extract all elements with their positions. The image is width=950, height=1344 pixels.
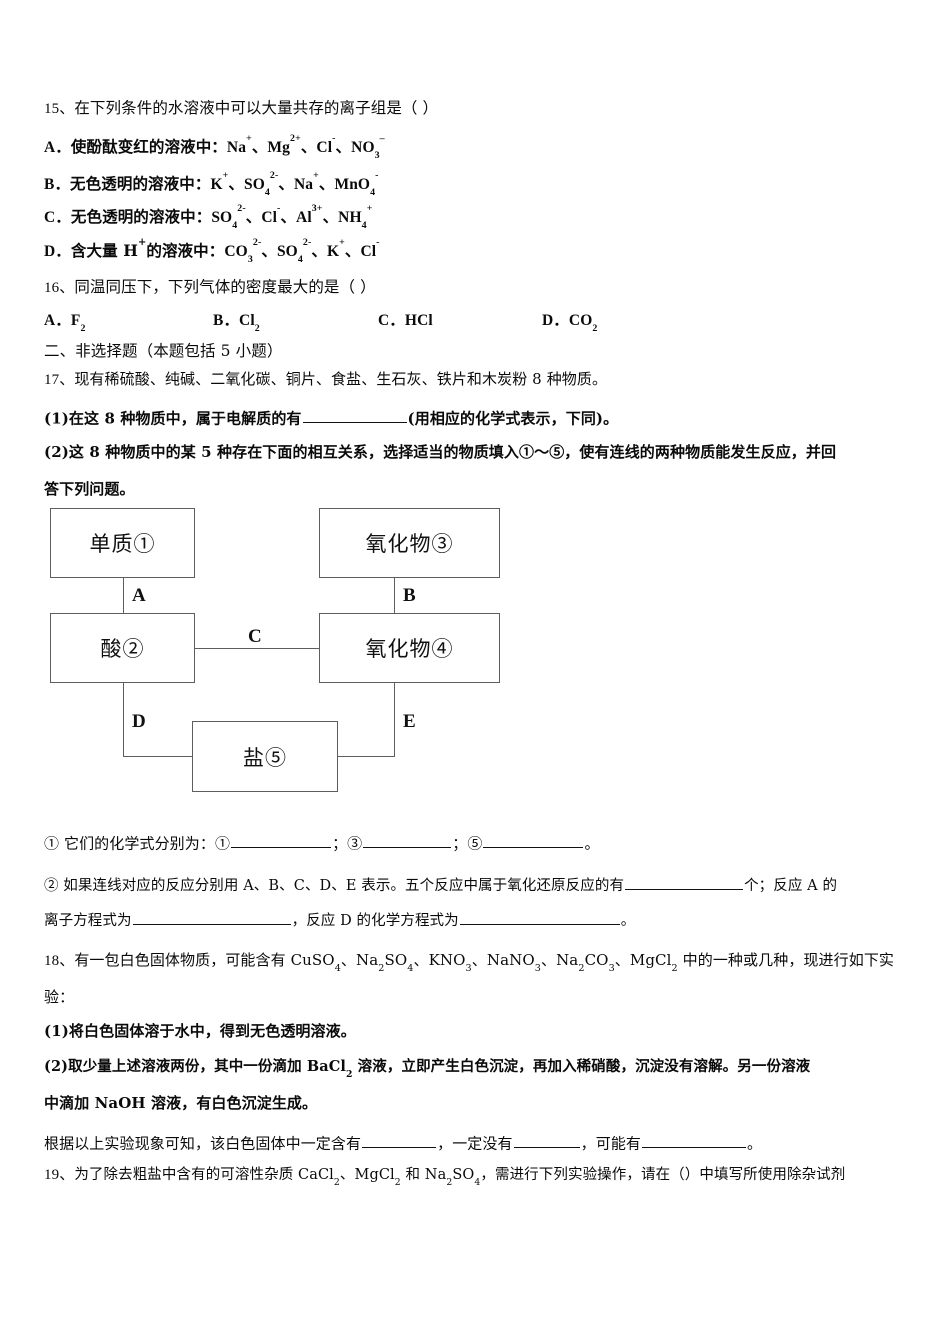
- option-d-ions: CO32-、SO42-、K+、Cl-: [224, 236, 380, 266]
- q17-sub2-blank-3[interactable]: [459, 910, 620, 925]
- q17-part1-suffix: (用相应的化学式表示，下同)。: [407, 409, 619, 428]
- question-18-conclusion: 根据以上实验现象可知，该白色固体中一定含有 ，一定没有 ，可能有 。: [44, 1133, 762, 1151]
- question-16-stem: 16、同温同压下，下列气体的密度最大的是（ ）: [44, 278, 376, 296]
- diagram-box-5[interactable]: 盐⑤: [192, 721, 338, 792]
- diagram-box-4[interactable]: 氧化物④: [319, 613, 500, 683]
- option-a-ions: Na+、Mg2+、Cl-、NO3–: [226, 132, 385, 162]
- edge-label-e: E: [403, 711, 416, 732]
- q17-sub1-prefix: ① 它们的化学式分别为：①: [44, 834, 231, 853]
- edge-label-c: C: [248, 626, 262, 647]
- diagram-box-2[interactable]: 酸②: [50, 613, 195, 683]
- edge-label-a: A: [132, 585, 146, 606]
- q16-option-a-formula: F2: [70, 312, 86, 335]
- question-18-number: 18、: [44, 953, 75, 969]
- q17-sub2-line2-a: 离子方程式为: [44, 912, 132, 929]
- question-17-stem: 17、现有稀硫酸、纯碱、二氧化碳、铜片、食盐、生石灰、铁片和木炭粉 8 种物质。: [44, 372, 607, 388]
- question-16-option-a[interactable]: A．F2: [44, 312, 86, 335]
- option-b-ions: K+、SO42-、Na+、MnO4-: [210, 169, 379, 199]
- q17-sub1-mid2: ；⑤: [452, 834, 483, 853]
- q16-option-d-formula: CO2: [568, 312, 598, 335]
- q18-blank-1[interactable]: [362, 1133, 437, 1149]
- q16-option-c-label: C．: [378, 312, 405, 329]
- q16-option-b-label: B．: [213, 312, 240, 329]
- q17-sub2-line1-a: ② 如果连线对应的反应分别用 A、B、C、D、E 表示。五个反应中属于氧化还原反…: [44, 877, 625, 894]
- q17-sub1: ① 它们的化学式分别为：① ；③ ；⑤ 。: [44, 833, 600, 851]
- option-b-label: B．: [44, 176, 71, 193]
- q17-sub1-blank-1[interactable]: [231, 833, 332, 849]
- q17-sub2-line2-b: ，反应 D 的化学方程式为: [291, 912, 459, 929]
- q18-blank-3[interactable]: [642, 1133, 747, 1149]
- q18-conclusion-a: 根据以上实验现象可知，该白色固体中一定含有: [44, 1134, 362, 1153]
- question-18-stem-line1: 18、有一包白色固体物质，可能含有 CuSO4、Na2SO4、KNO3、NaNO…: [44, 951, 895, 975]
- option-d-text: 含大量 H+的溶液中：: [70, 236, 225, 260]
- question-19-stem: 19、为了除去粗盐中含有的可溶性杂质 CaCl2、MgCl2 和 Na2SO4，…: [44, 1167, 846, 1188]
- substance-relationship-diagram: 单质① 氧化物③ 酸② 氧化物④ 盐⑤ A B C D E: [44, 500, 554, 810]
- section-two-heading: 二、非选择题（本题包括 5 小题）: [44, 342, 283, 360]
- question-17-number: 17、: [44, 372, 75, 388]
- option-a-label: A．: [44, 139, 71, 156]
- option-b-text: 无色透明的溶液中：: [70, 174, 211, 193]
- option-c-label: C．: [44, 209, 71, 226]
- option-c-text: 无色透明的溶液中：: [70, 207, 212, 226]
- question-16-option-d[interactable]: D．CO2: [542, 312, 598, 335]
- question-19-number: 19、: [44, 1167, 75, 1183]
- connector-e-vline: [394, 683, 396, 757]
- question-18-part2-line1: (2)取少量上述溶液两份，其中一份滴加 BaCl2 溶液，立即产生白色沉淀，再加…: [44, 1058, 811, 1080]
- q17-sub2-line1: ② 如果连线对应的反应分别用 A、B、C、D、E 表示。五个反应中属于氧化还原反…: [44, 875, 838, 894]
- question-15-option-b[interactable]: B．无色透明的溶液中：K+、SO42-、Na+、MnO4-: [44, 169, 379, 199]
- q17-sub1-blank-3[interactable]: [483, 833, 584, 849]
- q16-option-b-formula: Cl2: [239, 312, 260, 335]
- q18-conclusion-c: ，可能有: [580, 1134, 642, 1153]
- diagram-box-1[interactable]: 单质①: [50, 508, 195, 578]
- q17-sub2-blank-1[interactable]: [625, 875, 744, 890]
- connector-b-line: [394, 578, 396, 613]
- connector-a-line: [123, 578, 125, 613]
- question-16-option-b[interactable]: B．Cl2: [213, 312, 260, 335]
- edge-label-d: D: [132, 711, 146, 732]
- question-15-stem: 15、在下列条件的水溶液中可以大量共存的离子组是（ ）: [44, 99, 439, 117]
- question-17-part1: (1)在这 8 种物质中，属于电解质的有 (用相应的化学式表示，下同)。: [44, 408, 618, 426]
- option-a-text: 使酚酞变红的溶液中：: [70, 137, 227, 156]
- connector-e-hline: [338, 756, 395, 758]
- question-15-option-c[interactable]: C．无色透明的溶液中：SO42-、Cl-、Al3+、NH4+: [44, 202, 373, 232]
- question-17-part2-line1: (2)这 8 种物质中的某 5 种存在下面的相互关系，选择适当的物质填入①～⑤，…: [44, 443, 837, 461]
- q17-sub2-blank-2[interactable]: [132, 910, 291, 925]
- q18-blank-2[interactable]: [513, 1133, 580, 1149]
- q17-part1-prefix: (1)在这 8 种物质中，属于电解质的有: [44, 409, 302, 428]
- question-15-number: 15、: [44, 101, 75, 117]
- question-18-part2-line2: 中滴加 NaOH 溶液，有白色沉淀生成。: [44, 1094, 318, 1112]
- q18-conclusion-d: 。: [747, 1134, 763, 1153]
- option-d-label: D．: [44, 243, 71, 260]
- connector-d-vline: [123, 683, 125, 757]
- q17-part1-blank[interactable]: [302, 408, 407, 424]
- question-16-number: 16、: [44, 280, 75, 296]
- option-c-ions: SO42-、Cl-、Al3+、NH4+: [211, 202, 373, 232]
- question-15-stem-text: 在下列条件的水溶液中可以大量共存的离子组是（ ）: [74, 99, 439, 117]
- q18-conclusion-b: ，一定没有: [437, 1134, 513, 1153]
- question-18-stem-line2: 验：: [44, 988, 75, 1006]
- q17-sub1-mid1: ；③: [332, 834, 363, 853]
- question-19-stem-text: 为了除去粗盐中含有的可溶性杂质 CaCl2、MgCl2 和 Na2SO4，需进行…: [74, 1167, 846, 1188]
- q16-option-a-label: A．: [44, 312, 71, 329]
- q16-option-c-formula: HCl: [404, 312, 433, 329]
- q17-sub1-blank-2[interactable]: [363, 833, 452, 849]
- question-15-option-d[interactable]: D．含大量 H+的溶液中：CO32-、SO42-、K+、Cl-: [44, 236, 380, 266]
- question-15-option-a[interactable]: A．使酚酞变红的溶液中：Na+、Mg2+、Cl-、NO3–: [44, 132, 385, 162]
- q17-sub2-line2-c: 。: [620, 912, 636, 929]
- q17-sub2-line1-b: 个；反应 A 的: [744, 877, 838, 894]
- q17-sub2-line2: 离子方程式为 ，反应 D 的化学方程式为 。: [44, 910, 636, 929]
- question-18-part1: (1)将白色固体溶于水中，得到无色透明溶液。: [44, 1022, 356, 1040]
- connector-c-line: [194, 648, 319, 650]
- question-16-option-c[interactable]: C．HCl: [378, 313, 433, 329]
- diagram-box-3[interactable]: 氧化物③: [319, 508, 500, 578]
- edge-label-b: B: [403, 585, 416, 606]
- connector-d-hline: [123, 756, 193, 758]
- question-17-stem-text: 现有稀硫酸、纯碱、二氧化碳、铜片、食盐、生石灰、铁片和木炭粉 8 种物质。: [74, 370, 608, 388]
- question-18-stem-text: 有一包白色固体物质，可能含有 CuSO4、Na2SO4、KNO3、NaNO3、N…: [74, 951, 895, 975]
- q16-option-d-label: D．: [542, 312, 569, 329]
- question-16-stem-text: 同温同压下，下列气体的密度最大的是（ ）: [74, 278, 376, 296]
- question-17-part2-line2: 答下列问题。: [44, 480, 135, 498]
- q17-sub1-suffix: 。: [584, 834, 600, 853]
